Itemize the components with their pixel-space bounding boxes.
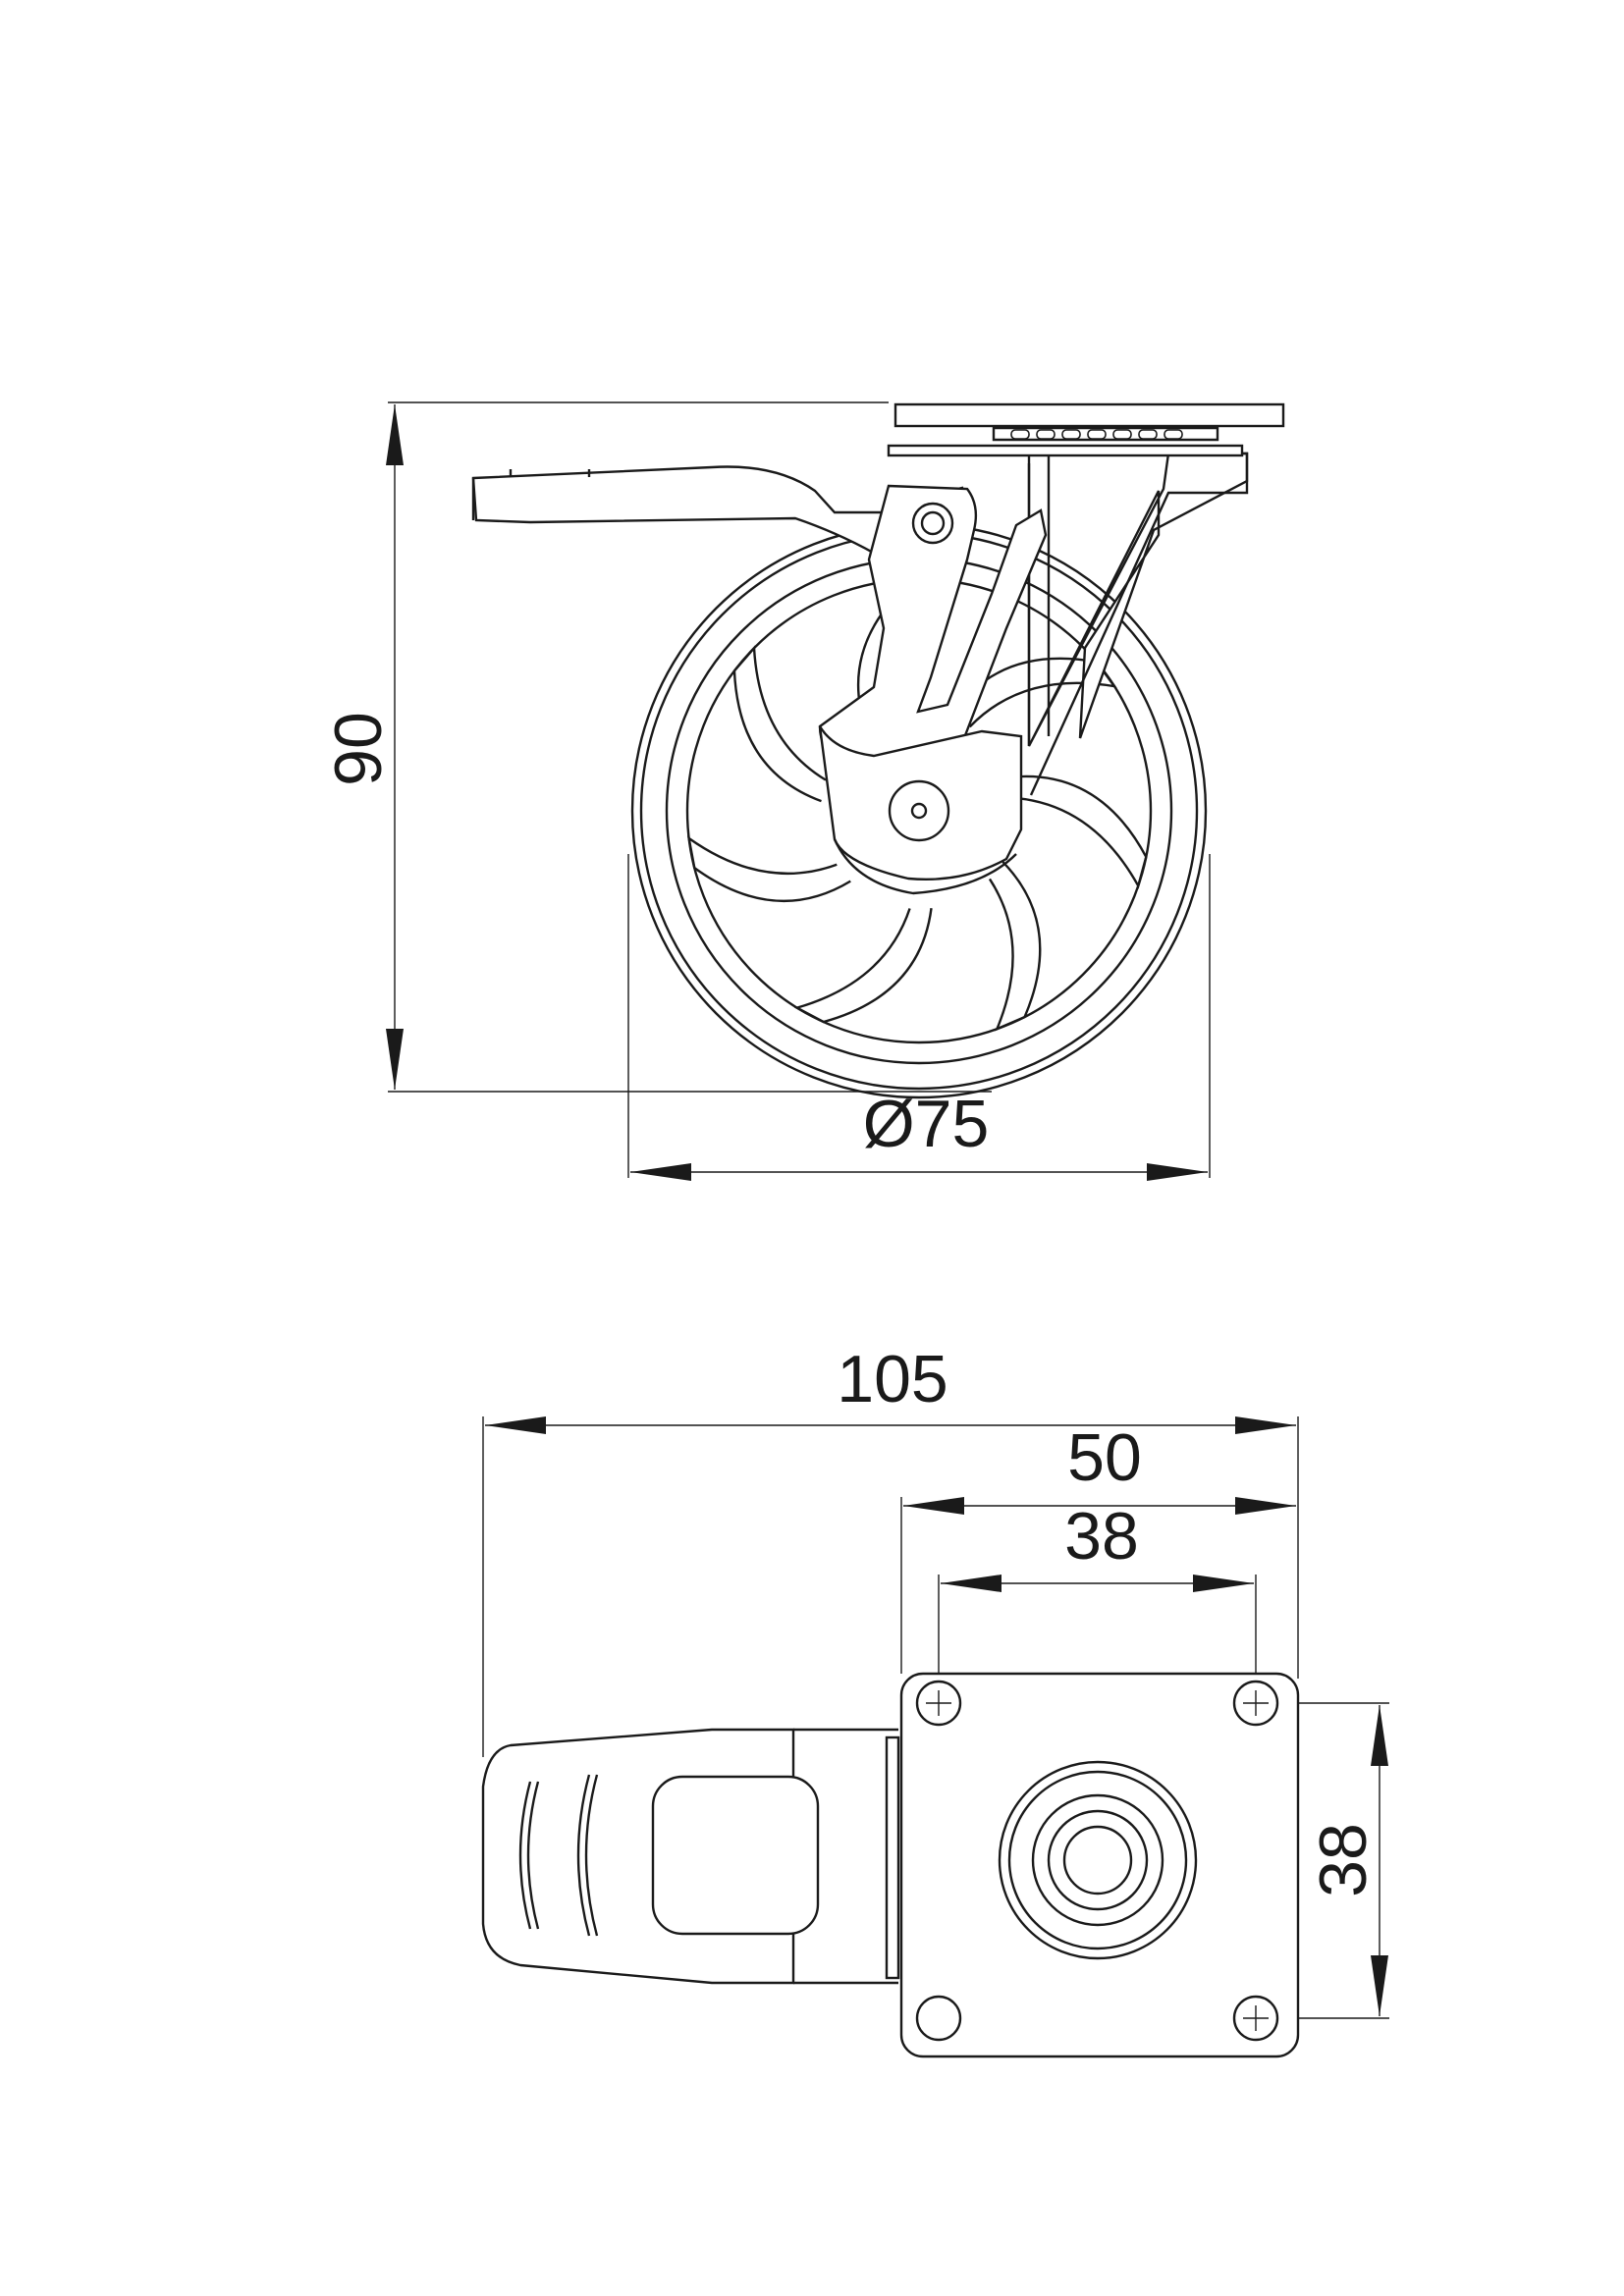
bolt-spacing-x-label: 38 (1064, 1499, 1139, 1574)
wheel-spoke (1010, 774, 1148, 889)
bearing-ball (1087, 429, 1107, 440)
swivel-washer (887, 444, 1244, 457)
diameter-arrow-right (1147, 1163, 1208, 1181)
mounting-plate-top (899, 1672, 1300, 2058)
bolt-hole-top-right-centerline (1243, 1690, 1269, 1716)
overall-length-dimension: 105 (482, 1342, 1299, 1757)
wheel-diameter-label: Ø75 (863, 1087, 990, 1161)
bearing-ball (1164, 429, 1183, 440)
bolt-y-arrow-top (1371, 1705, 1388, 1766)
wheel-spoke (686, 835, 851, 903)
bolt-y-arrow-bottom (1371, 1955, 1388, 2016)
length-arrow-left (485, 1416, 546, 1434)
side-view: 90 Ø75 (321, 401, 1285, 1181)
bolt-x-arrow-right (1193, 1575, 1254, 1592)
axle-lower-curve (833, 838, 1017, 895)
wheel-spoke (793, 908, 933, 1024)
pedal-pad (651, 1775, 820, 1936)
axle-center (910, 802, 928, 820)
pedal-hinge (885, 1735, 900, 1980)
swivel-hub-top (998, 1760, 1198, 1960)
plate-width-dimension: 50 (900, 1420, 1296, 1674)
bolt-spacing-y-label: 38 (1306, 1823, 1380, 1897)
bolt-spacing-x-dimension: 38 (938, 1499, 1257, 1703)
top-plate-side (893, 402, 1285, 428)
height-arrow-top (386, 404, 404, 465)
hub-ring-outer-inner (1007, 1770, 1188, 1950)
plate-width-label: 50 (1067, 1420, 1142, 1495)
height-arrow-bottom (386, 1029, 404, 1090)
height-label: 90 (321, 712, 396, 786)
diameter-arrow-left (630, 1163, 691, 1181)
bearing-ball (1061, 429, 1081, 440)
brake-pedal-top (481, 1728, 900, 1985)
brake-pedal-ribs (509, 469, 591, 477)
bolt-hole-bottom-right-centerline (1243, 2005, 1269, 2031)
hub-ring-outer (998, 1760, 1198, 1960)
pedal-grip-rib-2 (576, 1774, 599, 1937)
brake-pivot-inner (920, 510, 946, 536)
hub-rivet (1062, 1825, 1133, 1896)
bolt-hole-top-left-centerline (926, 1690, 951, 1716)
plate-width-arrow-left (903, 1497, 964, 1515)
axle-housing (818, 725, 1023, 895)
bearing-ball (1010, 429, 1030, 440)
height-dimension: 90 (321, 401, 992, 1093)
hub-ring-mid (1031, 1793, 1164, 1927)
fork-body (1027, 452, 1249, 747)
bearing-ball (1138, 429, 1158, 440)
bearing-balls (1010, 429, 1183, 440)
bolt-hole-bottom-left (915, 1995, 962, 2042)
length-arrow-right (1235, 1416, 1296, 1434)
bearing-ball (1036, 429, 1056, 440)
bolt-x-arrow-left (941, 1575, 1001, 1592)
bearing-ball (1112, 429, 1132, 440)
swivel-fork (1027, 452, 1249, 796)
top-plate-outline (899, 1672, 1300, 2058)
top-view: 105 50 38 38 (481, 1342, 1389, 2058)
wheel-spoke (732, 645, 827, 803)
hub-ring-inner (1047, 1809, 1149, 1911)
wheel-diameter-dimension: Ø75 (627, 854, 1211, 1181)
plate-width-arrow-right (1235, 1497, 1296, 1515)
brake-lever (471, 465, 1048, 783)
overall-length-label: 105 (837, 1342, 947, 1416)
pedal-grip-rib-1 (518, 1781, 540, 1930)
bolt-spacing-y-dimension: 38 (1257, 1702, 1389, 2019)
mounting-plate-side (887, 402, 1285, 457)
bolt-holes (915, 1680, 1279, 2042)
wheel-spoke (988, 861, 1042, 1032)
